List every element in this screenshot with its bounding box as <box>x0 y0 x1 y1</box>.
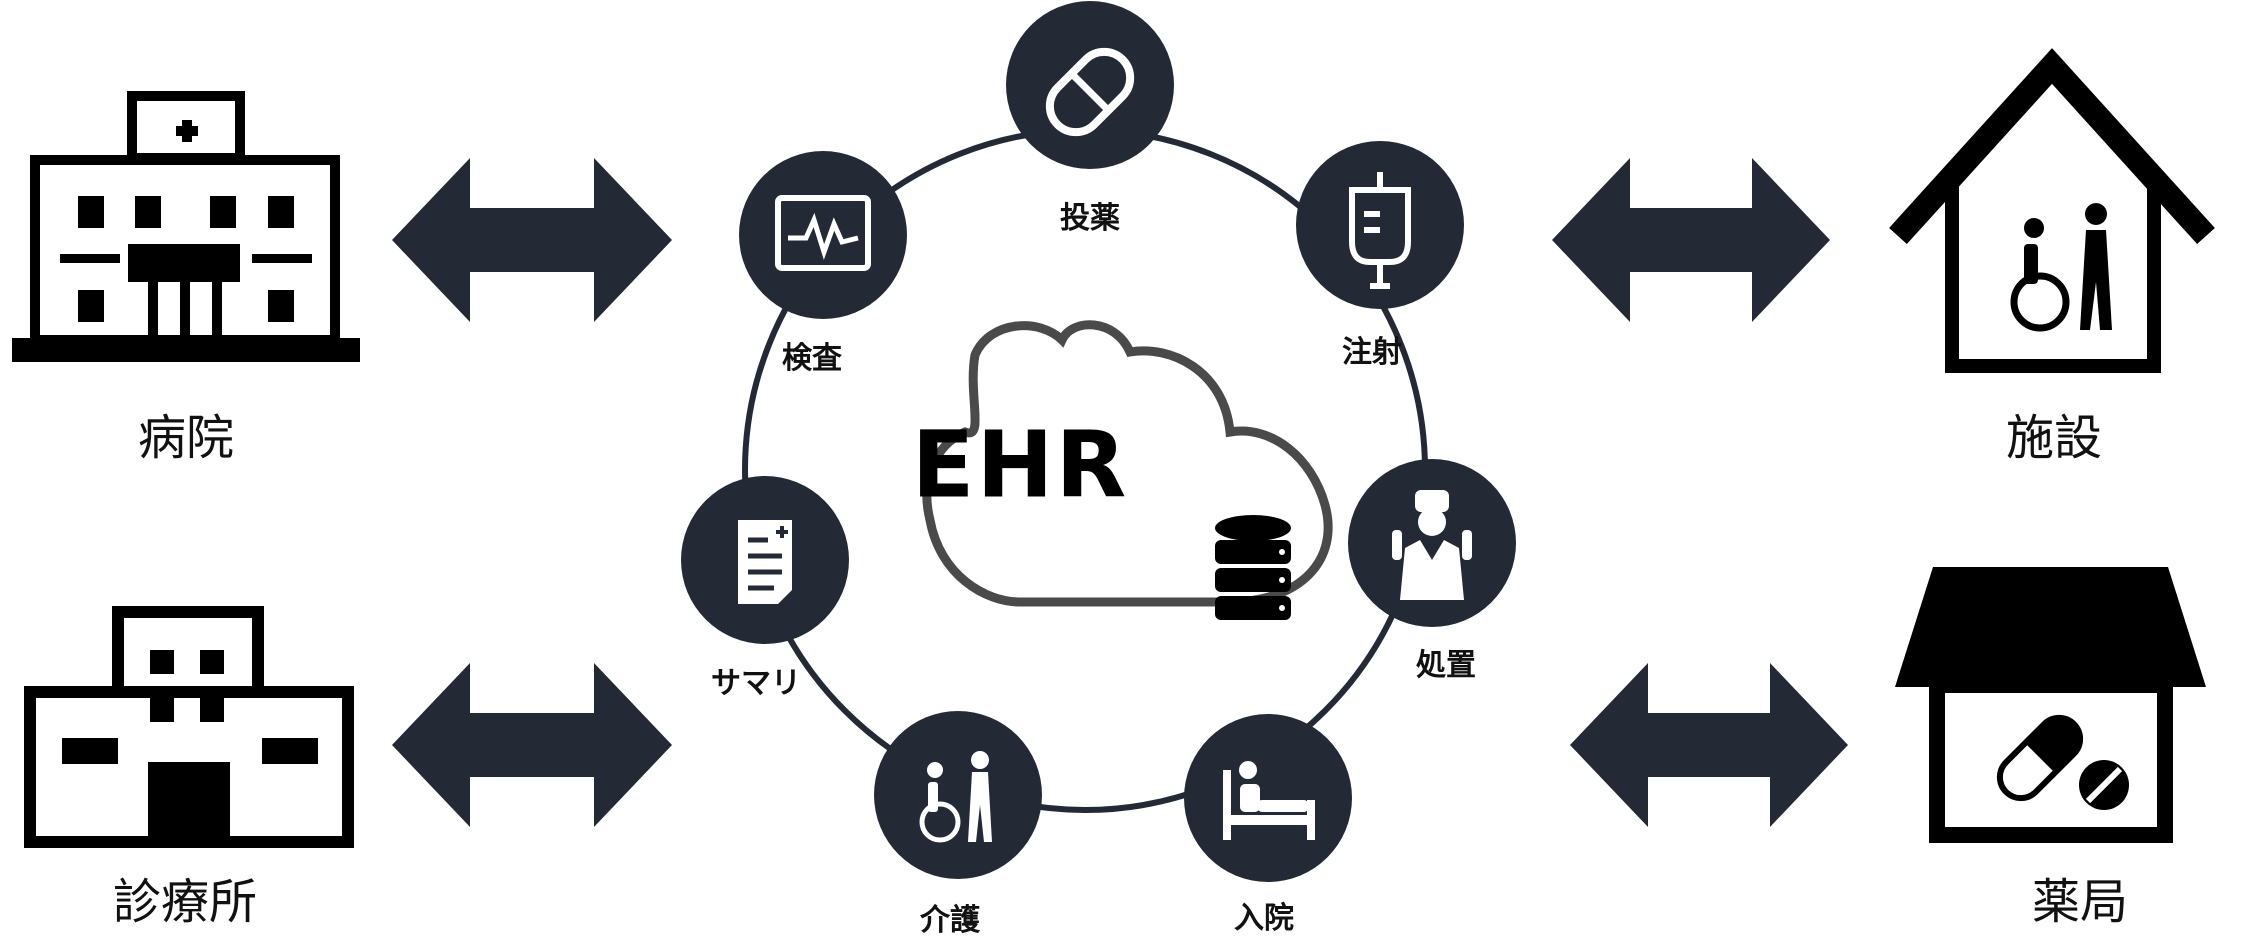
summary-label: サマリ <box>711 666 801 701</box>
surgeon-icon <box>1392 490 1472 600</box>
monitor-icon <box>775 195 871 271</box>
double-arrow-icon <box>1570 663 1848 827</box>
examination-label: 検査 <box>782 341 842 376</box>
iv-drip-icon <box>1349 172 1411 289</box>
ring-node-treatment <box>1348 459 1516 627</box>
database-icon <box>1215 515 1291 620</box>
treatment-label: 処置 <box>1416 648 1476 683</box>
document-icon <box>738 520 792 604</box>
wheelchair-care-icon <box>919 751 992 843</box>
clinic-label: 診療所 <box>112 874 258 930</box>
ehr-label: EHR <box>911 411 1129 519</box>
pill-icon <box>1045 47 1135 137</box>
ring-node-examination <box>739 151 907 319</box>
care-facility-label: 施設 <box>2005 410 2103 466</box>
ring-node-summary <box>681 476 849 644</box>
ring-node-care <box>874 711 1042 879</box>
ring-node-medication <box>1006 1 1174 169</box>
hospital-icon <box>12 91 360 362</box>
care-label: 介護 <box>920 903 980 938</box>
ring-node-admission <box>1184 714 1352 882</box>
admission-label: 入院 <box>1234 901 1294 936</box>
ring-node-injection <box>1296 141 1464 309</box>
double-arrow-icon <box>392 663 672 827</box>
medication-label: 投薬 <box>1060 201 1120 236</box>
double-arrow-icon <box>392 158 672 322</box>
pharmacy-icon <box>1895 567 2206 843</box>
hospital-bed-icon <box>1223 761 1315 840</box>
injection-label: 注射 <box>1342 335 1402 370</box>
double-arrow-icon <box>1552 158 1830 322</box>
care-facility-icon <box>1889 48 2215 373</box>
clinic-icon <box>24 606 354 848</box>
pharmacy-label: 薬局 <box>2031 874 2129 930</box>
hospital-label: 病院 <box>137 410 235 466</box>
